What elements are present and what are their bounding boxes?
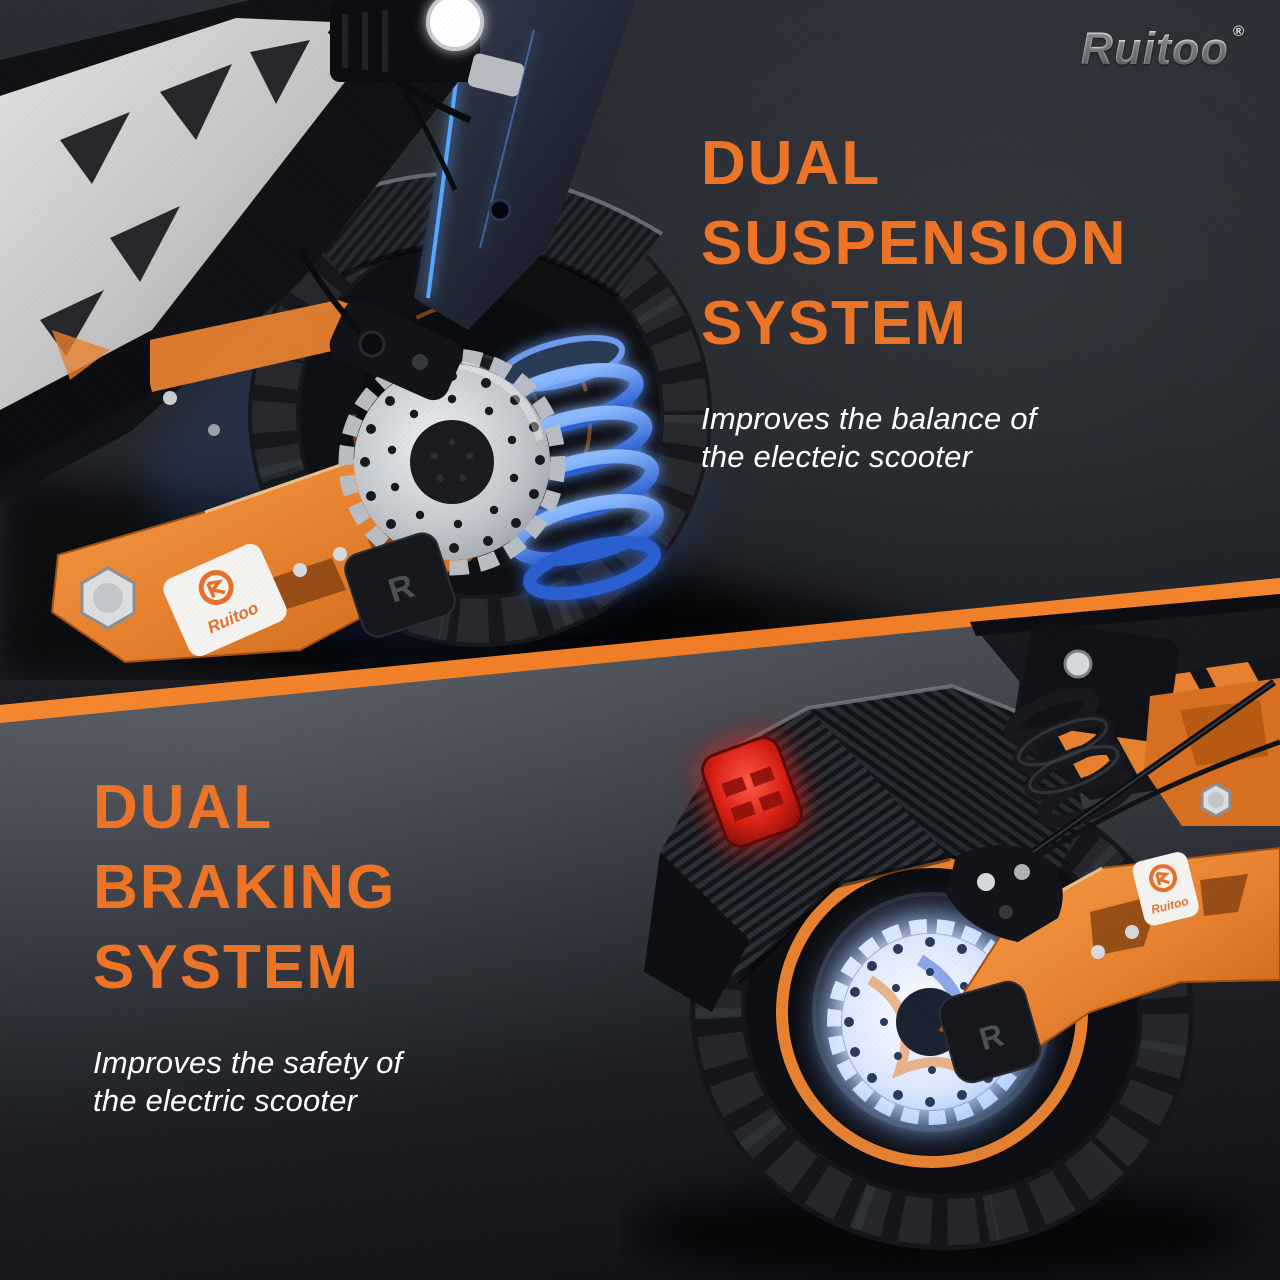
rear-deck	[970, 594, 1280, 826]
brand-logo: Ruitoo ®	[1080, 23, 1244, 74]
front-pivot-cover: R	[341, 529, 459, 640]
front-swingarm-brand-badge: Ruitoo	[159, 540, 290, 660]
suspension-copy-block: DUAL SUSPENSION SYSTEM Improves the bala…	[701, 124, 1128, 476]
subtitle-line: the electric scooter	[93, 1083, 358, 1118]
front-suspension-wheel-photo: Ruitoo	[0, 0, 960, 680]
deck-assembly	[0, 0, 474, 502]
registered-trademark-icon: ®	[1232, 23, 1244, 40]
hex-axle-bolt	[82, 568, 134, 628]
title-line: SYSTEM	[701, 289, 968, 358]
rear-braking-wheel-photo: Ruitoo R	[630, 594, 1280, 1280]
brake-cable	[999, 679, 1280, 877]
braking-title: DUAL BRAKING SYSTEM	[93, 768, 402, 1008]
title-line: SUSPENSION	[701, 209, 1128, 278]
title-line: DUAL	[93, 773, 274, 842]
front-brake-disc	[346, 356, 558, 568]
subtitle-line: Improves the safety of	[93, 1045, 403, 1080]
headlight	[330, 0, 525, 98]
subtitle-line: the electeic scooter	[701, 439, 973, 474]
title-line: DUAL	[701, 129, 882, 198]
taillight	[701, 736, 803, 848]
hex-bolt	[1200, 782, 1232, 818]
braking-subtitle: Improves the safety of the electric scoo…	[93, 1044, 402, 1120]
title-line: SYSTEM	[93, 933, 360, 1002]
suspension-title: DUAL SUSPENSION SYSTEM	[701, 124, 1128, 364]
front-brake-caliper	[300, 250, 467, 405]
subtitle-line: Improves the balance of	[701, 401, 1037, 436]
title-line: BRAKING	[93, 853, 397, 922]
rear-brake-caliper	[946, 845, 1063, 942]
brand-logo-text: Ruitoo	[1080, 23, 1229, 74]
rear-swingarm-brand-badge: Ruitoo	[1132, 852, 1199, 926]
suspension-subtitle: Improves the balance of the electeic sco…	[701, 400, 1128, 476]
rear-pivot-cover: R	[938, 980, 1042, 1084]
braking-copy-block: DUAL BRAKING SYSTEM Improves the safety …	[93, 768, 402, 1120]
